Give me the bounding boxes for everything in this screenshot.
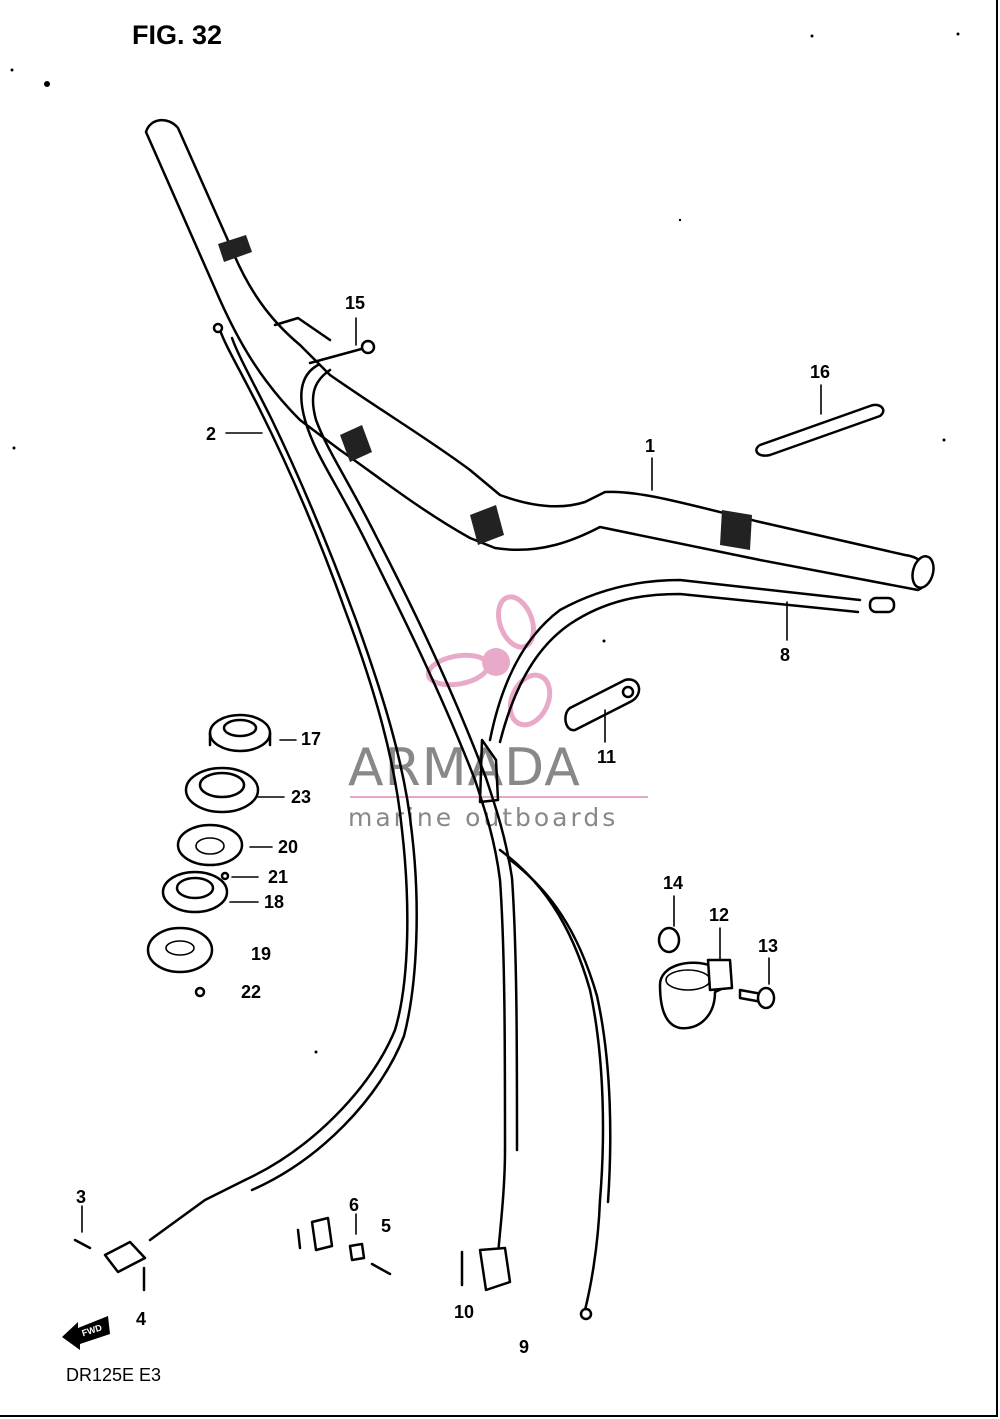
callout-22: 22 xyxy=(241,982,261,1002)
callout-23: 23 xyxy=(291,787,311,807)
callout-2: 2 xyxy=(206,424,216,444)
callout-11: 11 xyxy=(597,747,616,767)
bolt-part-13 xyxy=(738,957,776,1010)
callout-10: 10 xyxy=(454,1302,474,1322)
forward-arrow-icon: FWD xyxy=(62,1316,110,1350)
model-code: DR125E E3 xyxy=(66,1365,161,1385)
watermark-tagline: marine outboards xyxy=(348,803,618,832)
clamp-assembly xyxy=(657,895,776,1030)
callout-13: 13 xyxy=(758,936,778,956)
callout-4: 4 xyxy=(136,1309,146,1329)
bearing-stack xyxy=(146,713,272,998)
watermark-brand: ARMADA xyxy=(348,738,581,798)
callout-16: 16 xyxy=(810,362,830,382)
callout-5: 5 xyxy=(381,1216,391,1236)
callout-1: 1 xyxy=(645,436,655,456)
armada-logo-icon xyxy=(425,594,553,728)
bearing-part-18 xyxy=(161,870,229,914)
ball-part-21 xyxy=(220,871,230,881)
callout-6: 6 xyxy=(349,1195,359,1215)
callout-8: 8 xyxy=(780,645,790,665)
throttle-cables-part-9-10 xyxy=(300,363,612,1321)
callout-18: 18 xyxy=(264,892,284,912)
callout-15: 15 xyxy=(345,293,365,313)
callout-19: 19 xyxy=(251,944,271,964)
callout-17: 17 xyxy=(301,729,321,749)
callout-3: 3 xyxy=(76,1187,86,1207)
cable-end-part-3-4 xyxy=(73,1178,247,1292)
cable-part-2 xyxy=(212,322,418,1192)
nut-part-17 xyxy=(208,713,272,753)
callout-21: 21 xyxy=(268,867,288,887)
callout-20: 20 xyxy=(278,837,298,857)
callout-14: 14 xyxy=(663,873,683,893)
race-part-19 xyxy=(146,926,214,974)
scan-specks xyxy=(10,32,960,1054)
nut-part-14 xyxy=(657,895,681,954)
screw-part-15 xyxy=(308,317,376,365)
clip-part-11 xyxy=(564,678,641,743)
strap-part-16 xyxy=(755,384,885,457)
callout-12: 12 xyxy=(709,905,729,925)
fittings-part-5-6 xyxy=(296,1213,392,1276)
figure-title: FIG. 32 xyxy=(132,20,222,50)
seal-part-22 xyxy=(194,986,206,998)
cable-part-8 xyxy=(478,578,896,804)
handlebar xyxy=(144,119,935,592)
callout-9: 9 xyxy=(519,1337,529,1357)
race-part-20 xyxy=(176,823,244,867)
washer-part-23 xyxy=(184,766,260,814)
